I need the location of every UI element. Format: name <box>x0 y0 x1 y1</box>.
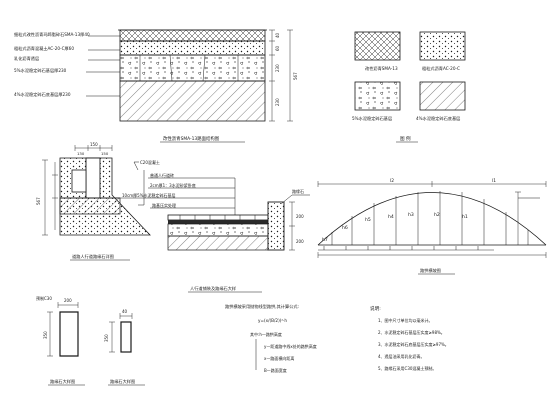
crown-label-h4: h4 <box>388 214 394 220</box>
layer-note-5: 4%水泥稳定碎石底基层厚230 <box>14 91 71 98</box>
note-line-3: 3、水泥稳定碎石底基层压实度≥97%。 <box>378 341 449 347</box>
curb-side-dim: 567 <box>36 197 41 205</box>
sidewalk-joint-label: C20混凝土 <box>140 159 160 165</box>
crown-diagram: l2 l1 h7 h6 h5 h4 h3 h2 h1 路拱横坡图 <box>317 178 547 275</box>
layer-note-4: 5%水泥稳定碎石基层厚230 <box>14 67 67 74</box>
formula-line-3: y—距道路中线x处的路拱高度 <box>264 343 317 349</box>
pavement-dim-2: 60 <box>275 45 280 51</box>
layer-note-2: 粗粒式沥青混凝土AC-20-C厚60 <box>14 45 74 52</box>
formula-line-4: x—路面横向距离 <box>264 355 294 361</box>
crown-label-h6: h6 <box>342 225 348 231</box>
layer-note-3: 乳化沥青透层 <box>14 55 39 62</box>
sidewalk-layer-1: 普通人行道砖 <box>150 172 174 178</box>
pavement-dim-3: 230 <box>275 64 280 72</box>
formula-line-2: 其中:h—路拱高度 <box>250 331 282 337</box>
sidewalk-layer-3: 10cm厚5%水泥稳定碎石基层 <box>122 192 176 198</box>
pavement-dim-1: 40 <box>275 32 280 38</box>
curb-top-dim-2: 130 <box>77 151 85 156</box>
legend-label-4: 4%水泥稳定碎石底基层 <box>416 115 460 122</box>
layer-notes: 细粒式改性沥青玛蹄脂碎石SMA-13厚40 粗粒式沥青混凝土AC-20-C厚60… <box>14 31 120 98</box>
curb-stone-a-title: 路缘石大样图 <box>50 378 75 385</box>
crown-top-dim-1: l2 <box>390 178 394 184</box>
sidewalk-layer-4: 路基压实处理 <box>152 202 176 208</box>
curb-stone-b-side-dim: 350 <box>104 334 109 342</box>
sidewalk-dim-1: 200 <box>296 214 304 219</box>
pavement-structure-section: 40 60 230 230 567 改性沥青SMA-13路面结构图 <box>118 29 298 143</box>
note-line-4: 4、透层油采用乳化沥青。 <box>378 353 425 359</box>
legend-label-1: 改性沥青SMA-13 <box>365 65 398 72</box>
crown-label-h5: h5 <box>365 217 371 223</box>
curb-stone-a: 200 预制C30 350 路缘石大样图 <box>36 295 85 386</box>
curb-top-dim-3: 150 <box>101 151 109 156</box>
sidewalk-layer-2: 2cm厚1：3水泥砂浆卧底 <box>150 182 196 188</box>
curb-stone-b-top-dim: 40 <box>122 309 128 314</box>
formula-line-5: B—路面宽度 <box>264 367 287 373</box>
pavement-dim-4: 230 <box>275 98 280 106</box>
crown-formula: 路拱横坡采用抛物线型路拱,其计算公式: y=(x/(B/2))²·h 其中:h—… <box>225 303 317 373</box>
curb-detail: 150 130 150 567 道路人行道路缘石详图 <box>36 142 151 261</box>
note-line-1: 1、图中尺寸单位均以毫米计。 <box>378 317 433 323</box>
sidewalk-dim-2: 200 <box>296 239 304 244</box>
legend-label-3: 5%水泥稳定碎石基层 <box>352 115 392 122</box>
crown-label-h1: h1 <box>462 214 468 220</box>
legend-label-2: 粗粒式沥青AC-20-C <box>422 65 460 72</box>
sidewalk-detail: C20混凝土 普通人行道砖 2cm厚1：3水泥砂浆卧底 10cm厚5%水泥稳定碎… <box>118 159 310 293</box>
curb-stone-a-side-dim: 350 <box>43 331 48 339</box>
formula-line-1: y=(x/(B/2))²·h <box>258 318 287 323</box>
curb-stone-a-material: 预制C30 <box>36 295 52 301</box>
layer-note-1: 细粒式改性沥青玛蹄脂碎石SMA-13厚40 <box>14 31 90 38</box>
note-line-5: 5、路缘石采用C30混凝土预制。 <box>378 365 436 371</box>
formula-heading: 路拱横坡采用抛物线型路拱,其计算公式: <box>225 303 299 310</box>
crown-title: 路拱横坡图 <box>420 267 441 274</box>
curb-top-dim-1: 150 <box>90 142 98 147</box>
notes: 说明: 1、图中尺寸单位均以毫米计。 2、水泥稳定碎石基层压实度≥98%。 3、… <box>370 305 449 371</box>
crown-label-h3: h3 <box>408 212 414 218</box>
note-line-2: 2、水泥稳定碎石基层压实度≥98%。 <box>378 329 445 335</box>
curb-detail-title: 道路人行道路缘石详图 <box>72 253 114 260</box>
crown-top-dim-2: l1 <box>492 178 496 184</box>
legend: 改性沥青SMA-13 粗粒式沥青AC-20-C 5%水泥稳定碎石基层 4%水泥稳… <box>352 31 466 143</box>
pavement-section-title: 改性沥青SMA-13路面结构图 <box>163 135 220 142</box>
crown-label-h7: h7 <box>322 237 328 243</box>
curb-stone-b: 40 350 路缘石大样图 <box>104 309 145 386</box>
legend-title: 图 例 <box>400 135 411 142</box>
crown-label-h2: h2 <box>434 212 440 218</box>
curb-stone-b-title: 路缘石大样图 <box>110 378 135 385</box>
curb-stone-a-top-dim: 200 <box>64 298 72 303</box>
sidewalk-curb-label: 路缘石 <box>292 188 304 194</box>
pavement-dim-total: 567 <box>293 72 298 80</box>
sidewalk-detail-title: 人行道铺装及路缘石大样 <box>190 285 236 292</box>
notes-title: 说明: <box>370 305 381 312</box>
